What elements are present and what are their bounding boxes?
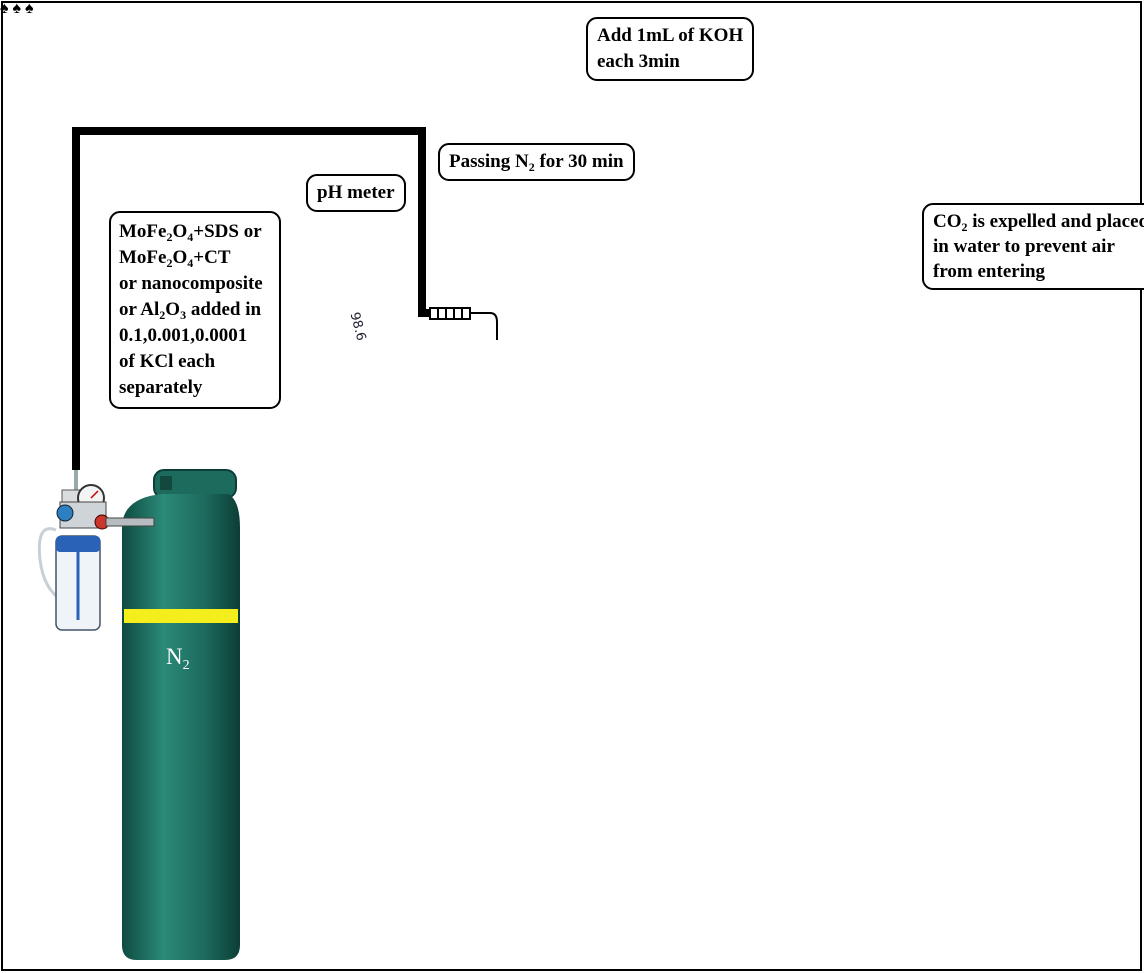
cylinder-gas-label: N2 (166, 644, 190, 674)
nitrogen-purge-callout: Passing N2 for 30 min (438, 143, 635, 181)
ph-meter-callout: pH meter (306, 174, 406, 212)
co2-expulsion-callout: CO2 is expelled and placed in water to p… (922, 203, 1144, 290)
sample-callout: MoFe2O4+SDS or MoFe2O4+CT or nanocomposi… (109, 211, 281, 409)
nitrogen-cylinder (122, 470, 240, 960)
koh-addition-callout: Add 1mL of KOH each 3min (586, 17, 754, 81)
hose-connector (430, 308, 497, 340)
cylinder-band (124, 609, 238, 623)
